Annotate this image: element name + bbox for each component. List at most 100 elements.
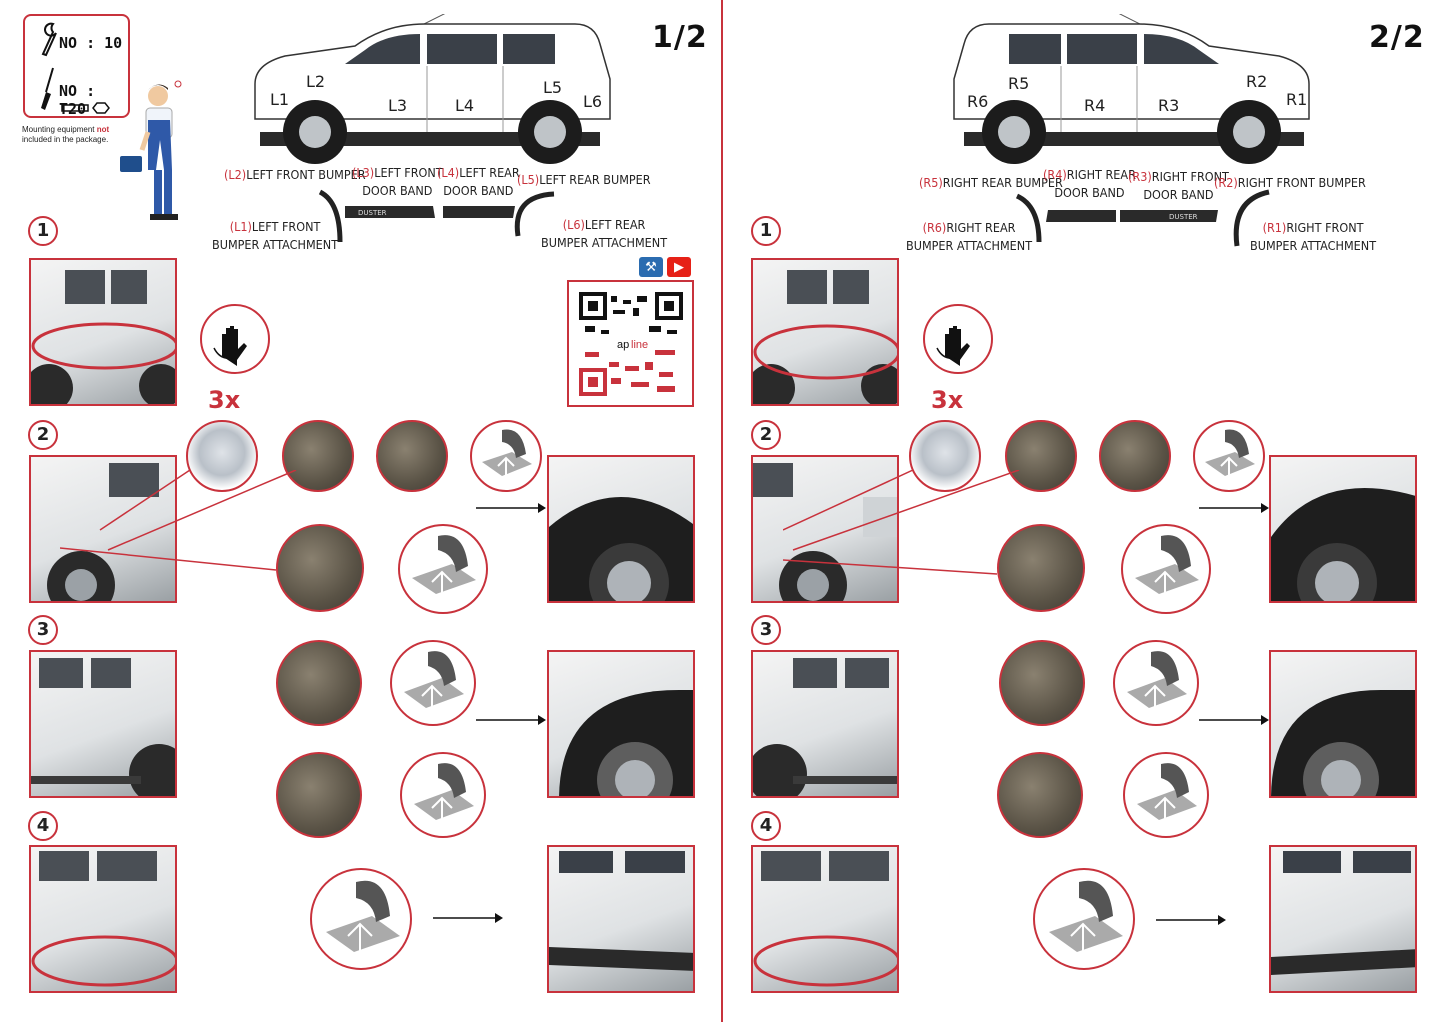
car-side-view [254,14,611,164]
arrow-right-icon [476,503,546,513]
mechanic-illustration [120,80,182,220]
step-4-photo [29,845,177,993]
step-2-fender-detail [1099,420,1171,492]
step-1-photo [751,258,899,406]
mounting-note: Mounting equipment not included in the p… [22,125,110,144]
part-label-r2: (R2)RIGHT FRONT BUMPER [1214,175,1366,190]
step-2-tape-detail-2 [398,524,488,614]
car-label-r6: R6 [967,92,989,111]
svg-text:line: line [631,339,648,351]
part-shape-l1 [318,189,343,243]
step-3-tape-detail [390,640,476,726]
part-shape-l6 [514,191,555,237]
step-2-result-photo [1269,455,1417,603]
part-shape-r3: DUSTER [1120,210,1218,222]
part-label-r5: (R5)RIGHT REAR BUMPER [919,175,1063,190]
tape-peel-icon [482,429,532,478]
tools-box: NO : 10 NO : T20 [23,14,130,118]
tape-peel-icon [414,763,474,822]
step-2-callout-lines [783,470,1020,575]
step-3-tape-detail [1113,640,1199,726]
instruction-page-left: 1/2 NO : 10 NO : T20 Mounting equipment … [0,0,722,1022]
part-shape-r4 [1046,210,1116,222]
glove-icon [213,326,247,366]
step-1-cleaning-area [31,270,175,404]
page-number: 1/2 [652,20,708,55]
car-label-l6: L6 [583,92,603,111]
arrow-right-icon [1199,503,1269,513]
step-3-badge: 3 [751,615,781,645]
step-4-tape-detail [310,868,412,970]
tools-icon[interactable]: ⚒ [639,257,663,277]
step-1-photo [29,258,177,406]
qr-code-icon: ap line [579,292,683,396]
part-shape-r6 [1015,193,1042,243]
step-2-clip-install [997,524,1085,612]
part-shape-l3: DUSTER [345,206,435,218]
step-2-fender-detail [376,420,448,492]
bit-icon [61,102,110,114]
car-label-r1: R1 [1286,90,1308,109]
step-2-quantity: 3x [208,386,241,414]
wrench-icon [41,22,57,57]
step-2-tape-detail [470,420,542,492]
youtube-icon[interactable]: ▶ [667,257,691,277]
part-label-l5: (L5)LEFT REAR BUMPER [517,172,651,187]
step-3-tape-detail-2 [400,752,486,838]
step-4-badge: 4 [28,811,58,841]
tape-peel-icon [412,535,476,598]
step-3-badge: 3 [28,615,58,645]
car-label-l4: L4 [455,96,475,115]
screwdriver-icon [41,67,54,110]
step-1-glove [200,304,270,374]
step-3-clip-install [276,752,362,838]
step-4-badge: 4 [751,811,781,841]
car-label-l3: L3 [388,96,408,115]
step-4-result-photo [547,845,695,993]
arrow-right-icon [476,715,546,725]
tape-peel-icon [404,651,464,710]
step-1-badge: 1 [751,216,781,246]
tape-peel-icon [1135,535,1199,598]
step-2-quantity: 3x [931,386,964,414]
step-2-tape-detail-2 [1121,524,1211,614]
step-2-callout-lines [60,470,297,571]
car-label-l2: L2 [306,72,326,91]
tape-peel-icon [326,880,400,954]
step-2-result-photo [547,455,695,603]
tool-1-label: NO : 10 [59,34,123,52]
car-side-view-right [953,14,1310,164]
car-label-r2: R2 [1246,72,1268,91]
step-2-photo [29,455,177,603]
step-2-tape-detail [1193,420,1265,492]
car-label-r5: R5 [1008,74,1030,93]
band-text: DUSTER [358,209,387,217]
step-1-badge: 1 [28,216,58,246]
step-3-nut-detail [276,640,362,726]
step-2-screw-detail [1005,420,1077,492]
step-3-photo [751,650,899,798]
step-2-badge: 2 [751,420,781,450]
part-label-l2: (L2)LEFT FRONT BUMPER [224,167,366,182]
tape-peel-icon [1205,429,1255,478]
step-1-glove [923,304,993,374]
step-2-screw-detail [282,420,354,492]
car-label-r3: R3 [1158,96,1180,115]
page-divider [721,0,723,1022]
step-3-result-photo [1269,650,1417,798]
part-shape-l4 [443,206,515,218]
step-2-clip-detail [186,420,258,492]
step-4-tape-detail [1033,868,1135,970]
step-4-result-photo [1269,845,1417,993]
qr-code[interactable]: ap line [567,280,694,407]
tape-peel-icon [1127,651,1187,710]
step-2-badge: 2 [28,420,58,450]
step-3-photo [29,650,177,798]
tape-peel-icon [1049,880,1123,954]
step-2-clip-detail [909,420,981,492]
arrow-right-icon [1156,915,1226,925]
